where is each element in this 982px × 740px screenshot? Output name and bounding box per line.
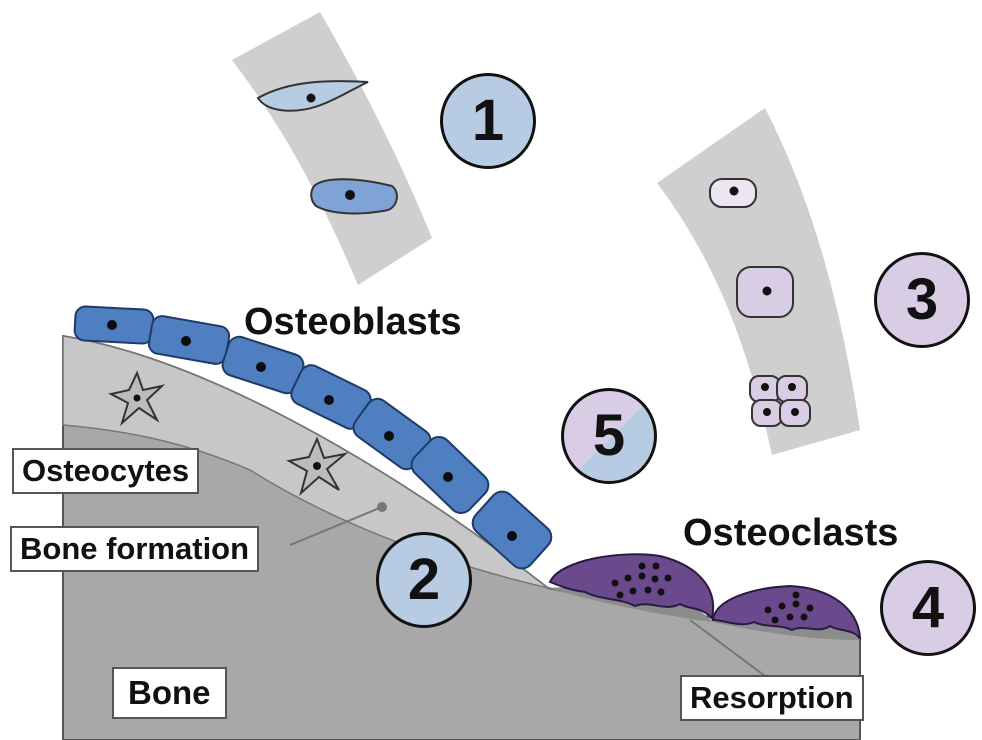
step-1-badge: 1 xyxy=(440,73,536,169)
bone-formation-label: Bone formation xyxy=(10,526,259,572)
step-4-badge: 4 xyxy=(880,560,976,656)
bone-label: Bone xyxy=(112,667,227,719)
osteoblasts-label: Osteoblasts xyxy=(244,303,462,341)
osteoblast-lineage-stream xyxy=(232,12,432,285)
fusing-precursors-icon xyxy=(750,376,810,426)
precursor-nucleus xyxy=(307,94,316,103)
osteoclasts-label: Osteoclasts xyxy=(683,514,898,552)
resorption-label: Resorption xyxy=(680,675,864,721)
precursor-nucleus xyxy=(763,287,772,296)
osteocytes-label: Osteocytes xyxy=(12,448,199,494)
step-5-badge: 5 xyxy=(561,388,657,484)
step-3-badge: 3 xyxy=(874,252,970,348)
step-2-badge: 2 xyxy=(376,532,472,628)
bone-formation-dot xyxy=(377,502,387,512)
precursor-nucleus xyxy=(730,187,739,196)
precursor-nucleus xyxy=(345,190,355,200)
